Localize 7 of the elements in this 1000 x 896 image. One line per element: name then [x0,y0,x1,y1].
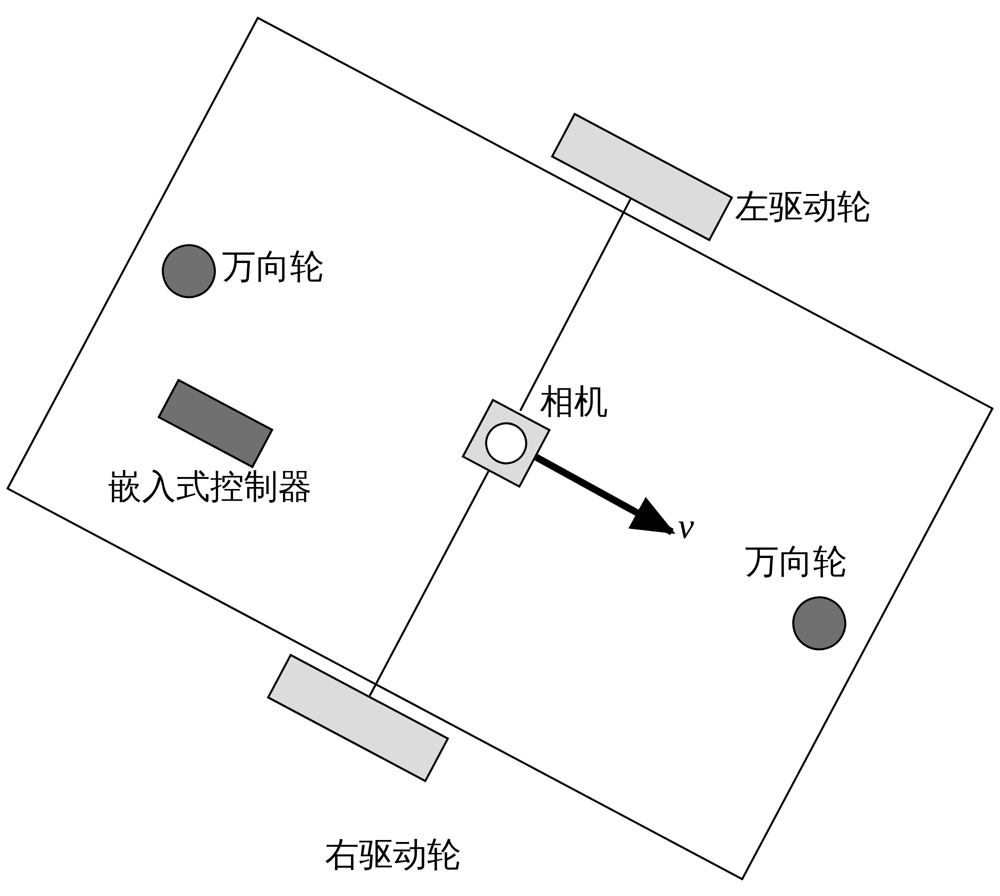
part-label: 相机 [540,385,608,419]
part-label: 万向轮 [222,250,324,284]
part-label: 嵌入式控制器 [108,470,312,504]
axle-line [519,198,632,412]
part-label: 万向轮 [745,545,847,579]
part-label: 左驱动轮 [735,190,871,224]
part-label: 右驱动轮 [325,838,461,872]
